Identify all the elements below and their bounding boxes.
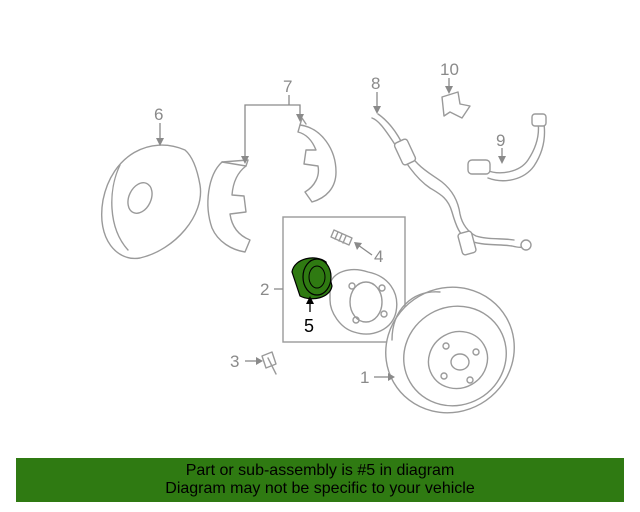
clip-part-10[interactable]	[441, 91, 471, 119]
bolt-part-3[interactable]	[261, 351, 277, 375]
arrow-8	[373, 106, 381, 114]
callout-3[interactable]: 3	[230, 352, 239, 371]
brake-line-part-8[interactable]	[371, 113, 532, 256]
arrow-9	[498, 156, 506, 164]
callout-5[interactable]: 5	[304, 316, 314, 336]
arrow-4	[354, 242, 362, 250]
dust-shield-part-6[interactable]	[101, 144, 202, 260]
arrow-6	[156, 138, 164, 146]
callout-7[interactable]: 7	[283, 77, 292, 96]
axle-hub[interactable]	[329, 268, 398, 335]
callout-10[interactable]: 10	[440, 60, 459, 79]
arrow-7a	[241, 156, 249, 164]
callout-1[interactable]: 1	[360, 368, 369, 387]
arrow-7b	[296, 114, 304, 122]
callout-2[interactable]: 2	[260, 280, 269, 299]
leader-7	[244, 104, 301, 160]
arrow-1	[388, 373, 395, 381]
leader-4	[357, 244, 373, 256]
wheel-bearing-part-5[interactable]	[291, 257, 333, 300]
banner-line-1: Part or sub-assembly is #5 in diagram	[185, 462, 455, 479]
callout-4[interactable]: 4	[374, 247, 383, 266]
brake-drum-part-1[interactable]	[363, 264, 538, 436]
info-banner: Part or sub-assembly is #5 in diagram Di…	[16, 458, 624, 502]
flex-hose-part-9[interactable]	[467, 113, 547, 182]
arrow-5	[306, 296, 314, 304]
brake-shoes-part-7[interactable]	[207, 117, 337, 253]
arrow-3	[256, 357, 263, 365]
banner-line-2: Diagram may not be specific to your vehi…	[165, 480, 475, 497]
hub-subassembly-box	[282, 216, 406, 343]
callout-6[interactable]: 6	[154, 105, 163, 124]
callout-8[interactable]: 8	[371, 74, 380, 93]
arrow-10	[445, 86, 453, 94]
hub-bolt-part-4[interactable]	[330, 229, 353, 246]
callout-9[interactable]: 9	[496, 131, 505, 150]
